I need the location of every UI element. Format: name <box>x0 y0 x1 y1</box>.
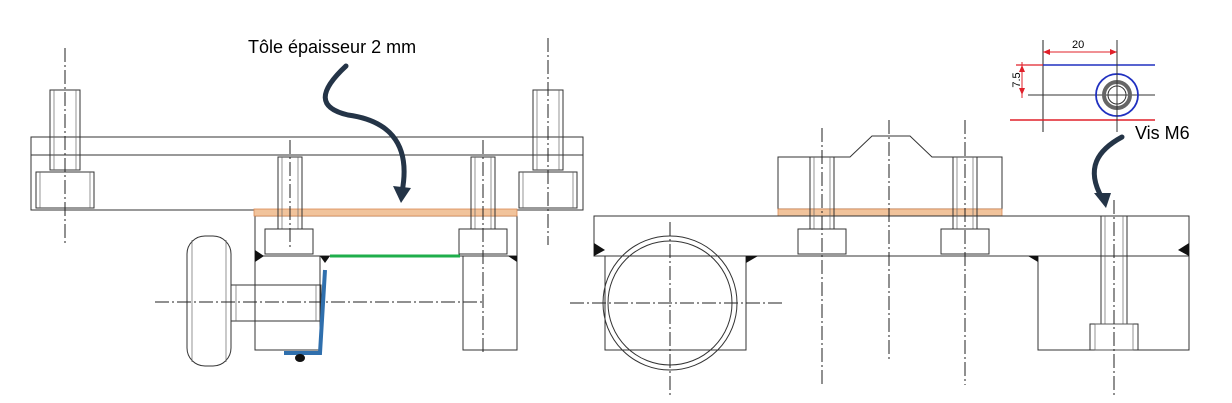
right-top-block <box>777 135 1003 210</box>
left-outer-screw <box>35 48 95 245</box>
right-screw-a <box>797 128 847 385</box>
screw-callout-arrow <box>1091 134 1125 201</box>
plate-callout-arrowhead <box>393 186 411 203</box>
inner-screw-right <box>458 140 508 355</box>
weld-mark <box>508 256 517 262</box>
inner-screw-left <box>264 140 314 255</box>
m6-screw <box>1089 200 1139 398</box>
plate-callout-arrow <box>322 63 407 195</box>
right-main-bar <box>593 215 1190 257</box>
detail-view: 20 7.5 <box>1010 39 1155 132</box>
wheel <box>186 235 322 367</box>
screw-callout-arrowhead <box>1094 193 1111 208</box>
weld-mark <box>320 256 330 263</box>
sheet-plate-right <box>777 208 1003 217</box>
left-lower-block <box>254 215 518 257</box>
bracket-nut <box>295 354 305 362</box>
left-main-plate <box>30 136 584 211</box>
left-view: Tôle épaisseur 2 mm <box>30 37 584 367</box>
dimension-horizontal: 20 <box>1072 39 1084 51</box>
bracket <box>284 269 327 355</box>
screw-label: Vis M6 <box>1135 123 1190 143</box>
sheet-plate-left <box>253 208 518 217</box>
plate-label: Tôle épaisseur 2 mm <box>248 37 416 57</box>
right-screw-b <box>940 120 990 385</box>
weld-mark <box>255 250 264 262</box>
dimension-vertical: 7.5 <box>1011 72 1023 87</box>
right-view: Vis M6 <box>570 120 1190 398</box>
right-outer-screw <box>518 38 578 245</box>
